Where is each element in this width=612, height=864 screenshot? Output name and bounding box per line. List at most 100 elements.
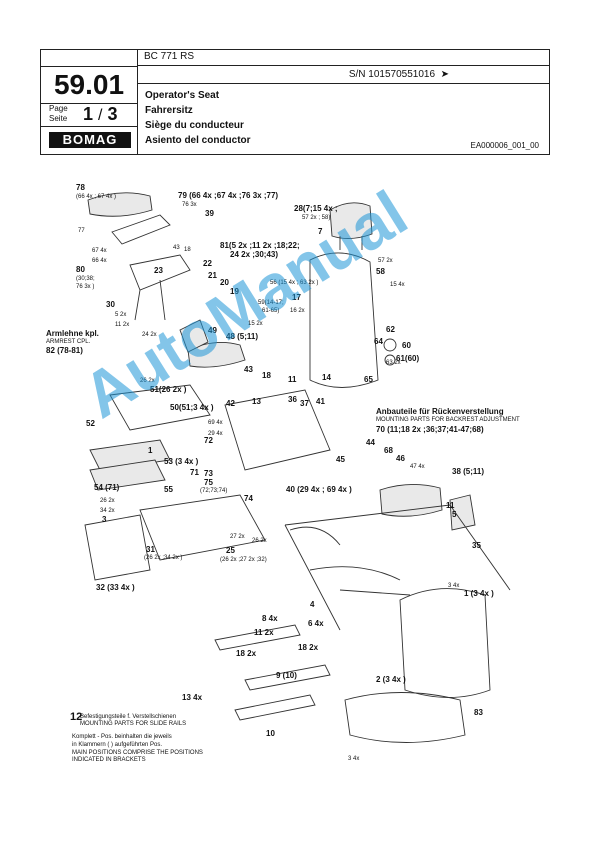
callout-17: 17 [292, 293, 301, 302]
callout-70: 70 (11;18 2x ;36;37;41-47;68) [376, 425, 484, 434]
callout-5: 5 2x [115, 312, 126, 318]
note-main-de2: in Klammern ( ) aufgeführten Pos. [72, 742, 162, 748]
callout-25: 25 [226, 546, 235, 555]
bolt-part [384, 354, 396, 366]
callout-54: 54 (71) [94, 483, 120, 492]
callout-78: 78 [76, 183, 85, 192]
callout-56: 56 (15 4x ; 63 2x ) [270, 280, 318, 286]
callout-6: 6 4x [308, 619, 324, 628]
linkage-part [289, 526, 411, 596]
callout-36: 36 [288, 395, 297, 404]
callout-32: 32 (33 4x ) [96, 583, 135, 592]
callout-79: 79 (66 4x ;67 4x ;76 3x ;77) [178, 191, 278, 200]
callout-73: 73 [204, 469, 213, 478]
slide-rail-part [214, 624, 331, 691]
note-12-en: MOUNTING PARTS FOR SLIDE RAILS [80, 721, 186, 727]
callout-78-sub: (66 4x ; 67 4x ) [76, 194, 116, 200]
callout-18d: 18 2x [298, 643, 319, 652]
callout-71: 71 [190, 468, 199, 477]
header-left-column: 59.01 Page Seite 1 / 3 BOMAG [41, 50, 138, 154]
callout-80: 80 [76, 265, 85, 274]
armrest-pad-part [179, 319, 209, 353]
callout-57: 57 2x [378, 258, 393, 264]
backrest-note-de: Anbauteile für Rückenverstellung [376, 407, 504, 416]
callout-66: 66 4x [92, 258, 107, 264]
callout-49: 49 [208, 326, 217, 335]
callout-83: 83 [474, 708, 483, 717]
callout-15b: 15 2x [248, 321, 263, 327]
serial-text: S/N 101570551016 [348, 69, 436, 80]
callout-51: 51(26 2x ) [150, 385, 187, 394]
page-label: Page Seite [49, 104, 68, 124]
callout-11d: 11 2x [254, 628, 274, 637]
note-12-de: Befestigungsteile f. Verstellschienen [80, 714, 176, 720]
callout-67: 67 4x [92, 248, 107, 254]
callout-60: 60 [402, 341, 411, 350]
callout-80-sub: (30;38; [76, 276, 95, 282]
callout-28: 28(7;15 4x ; [294, 204, 338, 213]
callout-13b: 13 4x [182, 693, 203, 702]
callout-43b: 43 [244, 365, 253, 374]
callout-14: 14 [322, 373, 331, 382]
callout-74: 74 [244, 494, 253, 503]
callout-58: 58 [376, 267, 385, 276]
callout-24: 24 2x [142, 332, 157, 338]
document-code: EA000006_001_00 [470, 141, 539, 150]
callout-22: 22 [203, 259, 212, 268]
callout-37: 37 [300, 399, 309, 408]
callout-43: 43 [173, 245, 180, 251]
callout-20: 20 [220, 278, 229, 287]
callout-23: 23 [154, 266, 163, 275]
callout-34: 34 2x [100, 508, 115, 514]
callout-18: 18 [184, 247, 191, 253]
armrest-arm [129, 254, 191, 321]
callout-13: 13 [252, 397, 261, 406]
callout-11: 11 2x [115, 322, 129, 328]
note-main-en2: INDICATED IN BRACKETS [72, 757, 146, 763]
callout-62: 62 [386, 325, 395, 334]
callout-59: 59(14-17; [258, 300, 284, 306]
note-main-de1: Komplett - Pos. beinhalten die jeweils [72, 734, 172, 740]
seat-cushion-part [344, 692, 466, 743]
callout-11c: 11 [446, 501, 455, 510]
callout-26a: 26 2x [140, 378, 155, 384]
callout-12: 12 [70, 711, 82, 723]
cushion-part [89, 459, 166, 491]
callout-41: 41 [316, 397, 325, 406]
callout-27: 27 2x [230, 534, 245, 540]
callout-38: 38 (5;11) [452, 467, 484, 476]
callout-11b: 11 [288, 375, 297, 384]
armrest-right-part [379, 484, 443, 517]
page-number: 1 / 3 [83, 103, 118, 127]
frame-outline [284, 504, 511, 631]
header-block: 59.01 Page Seite 1 / 3 BOMAG BC 771 RS S… [40, 49, 550, 155]
backrest-frame [309, 252, 379, 388]
callout-75: 75 [204, 478, 213, 487]
slide-rail-part [234, 694, 316, 721]
bomag-logo: BOMAG [49, 132, 131, 148]
callout-81-sub: 24 2x ;30;43) [230, 250, 278, 259]
title-en: Operator's Seat [145, 90, 220, 101]
callout-76: 76 3x [182, 202, 197, 208]
callout-55: 55 [164, 485, 173, 494]
callout-16: 16 2x [290, 308, 305, 314]
callout-21: 21 [208, 271, 217, 280]
titles-block: Operator's Seat Fahrersitz Siège du cond… [145, 88, 251, 148]
callout-1: 1 [148, 446, 153, 455]
callout-31-sub: (26 2x ;34 2x ) [144, 555, 182, 561]
callout-75-sub: (72;73;74) [200, 488, 227, 494]
callout-30: 30 [106, 300, 115, 309]
callout-61: 61(60) [396, 354, 419, 363]
callout-68: 68 [384, 446, 393, 455]
page-separator: / [98, 107, 103, 124]
page-label-de: Seite [49, 114, 68, 123]
base-plate-part [139, 494, 266, 561]
callout-1b: 1 (3 4x ) [464, 589, 494, 598]
callout-63: 63 2x [386, 360, 401, 366]
callout-31: 31 [146, 545, 155, 554]
callout-5b: 5 [452, 510, 457, 519]
title-de: Fahrersitz [145, 105, 193, 116]
callout-40: 40 (29 4x ; 69 4x ) [286, 485, 352, 494]
callout-42: 42 [226, 399, 235, 408]
callout-8: 8 4x [262, 614, 278, 623]
